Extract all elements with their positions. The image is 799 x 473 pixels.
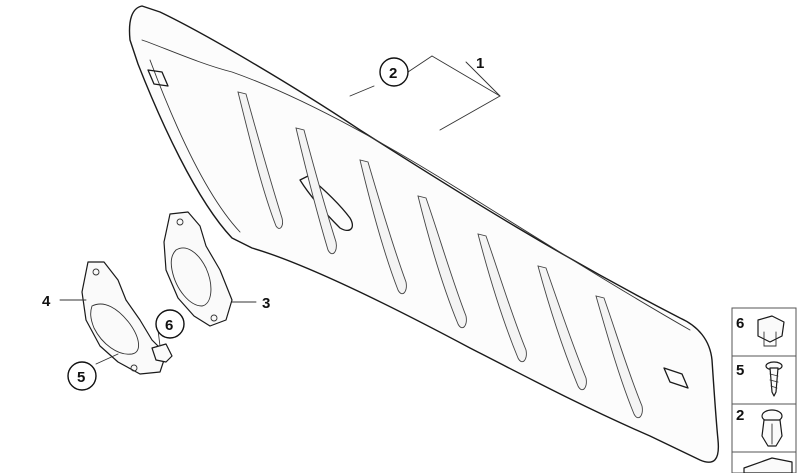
callout-4: 4 — [42, 293, 51, 310]
rib — [359, 159, 407, 295]
clip-slot-bottom — [663, 367, 689, 389]
rib — [295, 127, 337, 255]
callout-6-circle — [155, 309, 185, 339]
callout-2: 2 — [389, 65, 397, 82]
rib — [417, 195, 467, 329]
trim-panel[interactable] — [128, 5, 720, 463]
callout-1: 1 — [476, 55, 484, 72]
screw-icon — [765, 361, 783, 397]
clip-part-6[interactable] — [151, 343, 173, 363]
callout-2-circle — [379, 57, 409, 87]
bracket-part-3[interactable] — [163, 211, 233, 327]
clip-slot-top — [147, 69, 169, 87]
callout-3: 3 — [262, 295, 270, 312]
legend-box-5 — [731, 355, 797, 405]
rib — [537, 265, 587, 391]
legend-label-2: 2 — [736, 407, 744, 424]
rib — [477, 233, 527, 363]
push-clip-icon — [761, 409, 783, 447]
callout-6: 6 — [165, 317, 173, 334]
legend-label-6: 6 — [736, 315, 744, 332]
trim-piece-icon — [743, 457, 793, 473]
bracket-part-4[interactable] — [81, 261, 173, 375]
rib — [237, 91, 283, 229]
legend-label-5: 5 — [736, 362, 744, 379]
parts-legend: 6 5 2 — [731, 307, 797, 473]
clip-nut-icon — [757, 315, 785, 347]
rib — [595, 295, 643, 419]
callout-5: 5 — [77, 369, 85, 386]
callout-5-circle — [67, 361, 97, 391]
